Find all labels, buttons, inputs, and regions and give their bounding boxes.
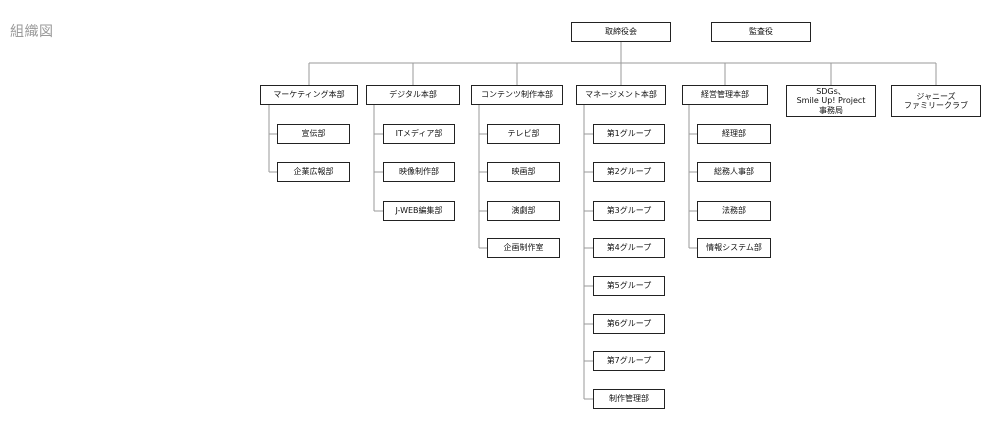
- division-box: コンテンツ制作本部: [471, 85, 563, 105]
- division-box: 経営管理本部: [682, 85, 768, 105]
- department-box: 第4グループ: [593, 238, 665, 258]
- department-box: 映像制作部: [383, 162, 455, 182]
- board-box: 取締役会: [571, 22, 671, 42]
- department-box: 宣伝部: [277, 124, 350, 144]
- division-box: ジャニーズ ファミリークラブ: [891, 85, 981, 117]
- division-box: SDGs、 Smile Up! Project 事務局: [786, 85, 876, 117]
- department-box: 演劇部: [487, 201, 560, 221]
- department-box: 第2グループ: [593, 162, 665, 182]
- department-box: テレビ部: [487, 124, 560, 144]
- department-box: 総務人事部: [697, 162, 771, 182]
- page-title: 組織図: [10, 24, 54, 40]
- department-box: ITメディア部: [383, 124, 455, 144]
- department-box: 経理部: [697, 124, 771, 144]
- department-box: 映画部: [487, 162, 560, 182]
- division-box: マネージメント本部: [576, 85, 666, 105]
- auditor-box: 監査役: [711, 22, 811, 42]
- department-box: 制作管理部: [593, 389, 665, 409]
- department-box: 法務部: [697, 201, 771, 221]
- department-box: 第3グループ: [593, 201, 665, 221]
- division-box: マーケティング本部: [260, 85, 358, 105]
- department-box: 企業広報部: [277, 162, 350, 182]
- department-box: 企画制作室: [487, 238, 560, 258]
- department-box: 情報システム部: [697, 238, 771, 258]
- department-box: J-WEB編集部: [383, 201, 455, 221]
- department-box: 第5グループ: [593, 276, 665, 296]
- department-box: 第6グループ: [593, 314, 665, 334]
- division-box: デジタル本部: [366, 85, 460, 105]
- department-box: 第1グループ: [593, 124, 665, 144]
- department-box: 第7グループ: [593, 351, 665, 371]
